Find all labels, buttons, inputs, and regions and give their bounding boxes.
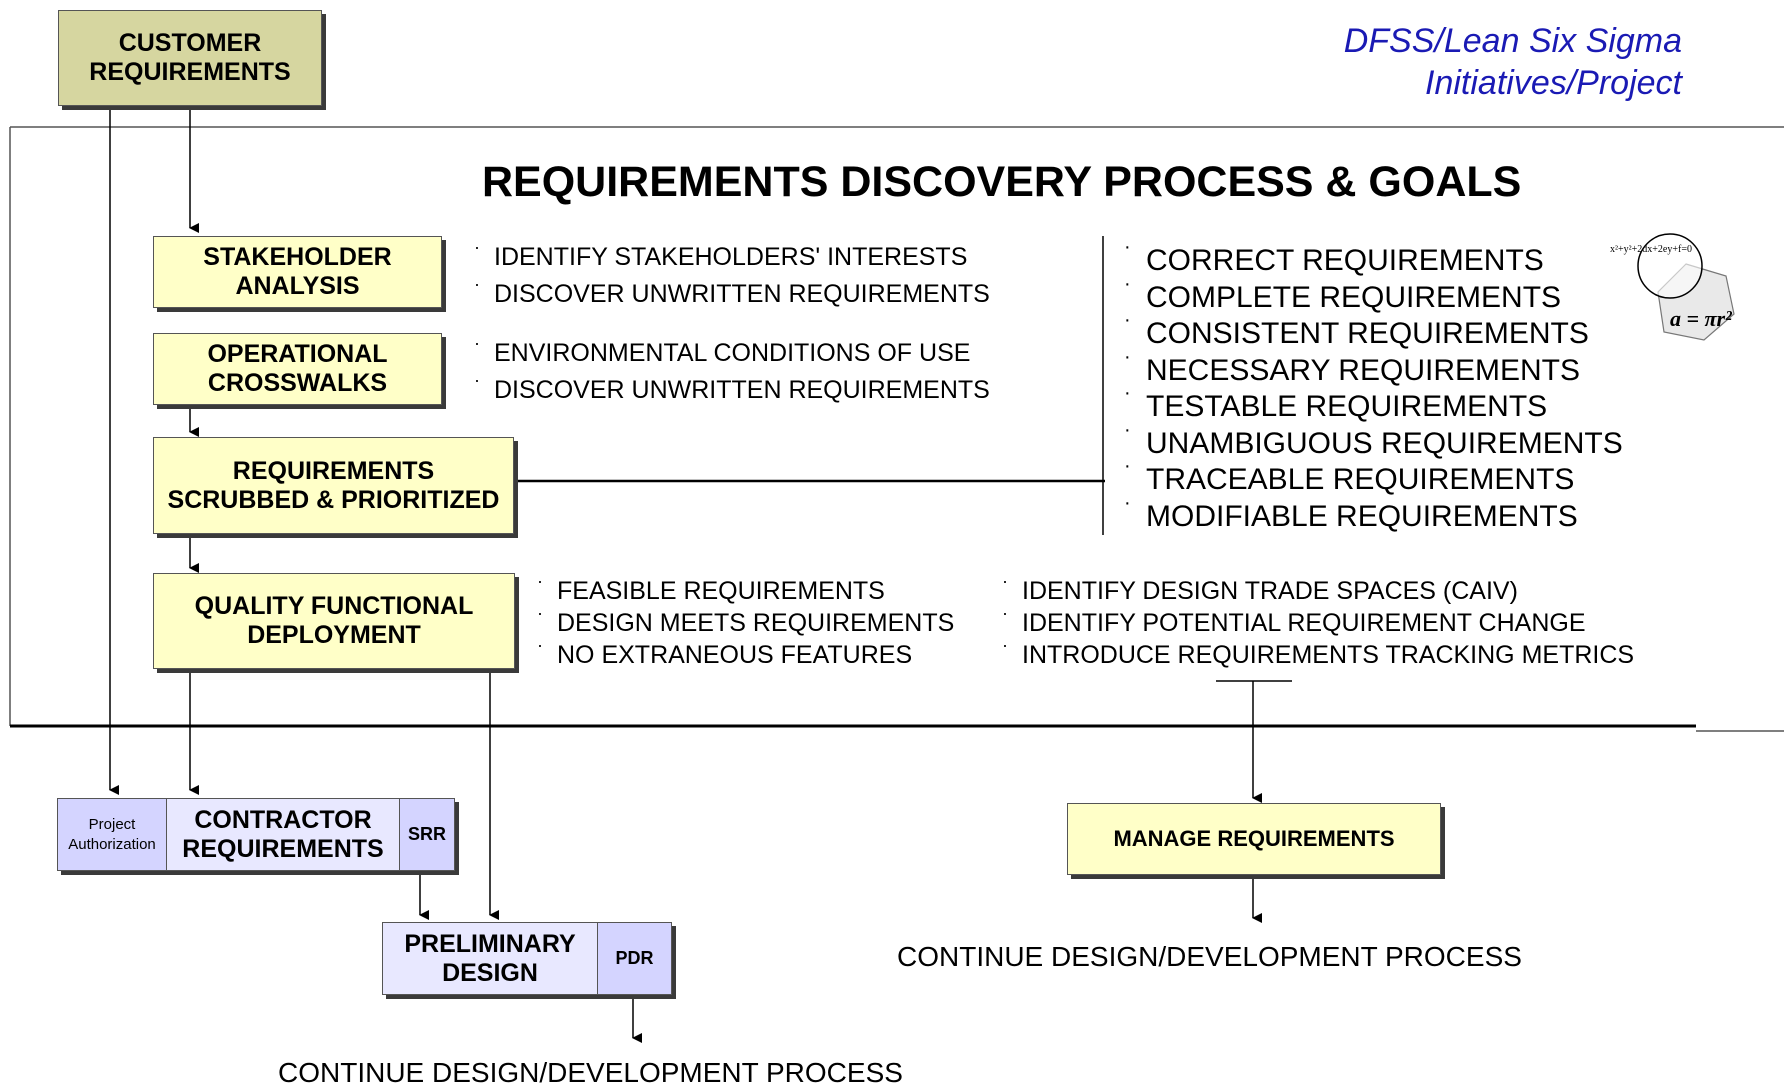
manage-requirements-label: MANAGE REQUIREMENTS bbox=[1113, 826, 1395, 852]
goal-item: CORRECT REQUIREMENTS bbox=[1124, 236, 1623, 281]
list-item: INTRODUCE REQUIREMENTS TRACKING METRICS bbox=[1002, 635, 1634, 673]
srr-cell: SRR bbox=[400, 799, 454, 870]
goal-item: TESTABLE REQUIREMENTS bbox=[1124, 382, 1623, 427]
requirements-scrubbed-label: REQUIREMENTS SCRUBBED & PRIORITIZED bbox=[167, 456, 500, 514]
contractor-requirements-group: Project Authorization CONTRACTOR REQUIRE… bbox=[57, 798, 455, 871]
goal-item: TRACEABLE REQUIREMENTS bbox=[1124, 455, 1623, 500]
preliminary-design-group: PRELIMINARY DESIGN PDR bbox=[382, 922, 672, 995]
contractor-requirements-cell: CONTRACTOR REQUIREMENTS bbox=[167, 799, 400, 870]
brand-line-2: Initiatives/Project bbox=[1425, 64, 1682, 102]
list-item: DISCOVER UNWRITTEN REQUIREMENTS bbox=[474, 274, 990, 317]
project-authorization-label: Project Authorization bbox=[68, 816, 156, 853]
preliminary-design-label: PRELIMINARY DESIGN bbox=[404, 929, 576, 987]
list-item: NO EXTRANEOUS FEATURES bbox=[537, 635, 954, 673]
pdr-label: PDR bbox=[615, 948, 654, 968]
project-authorization-cell: Project Authorization bbox=[58, 799, 167, 870]
goal-item: NECESSARY REQUIREMENTS bbox=[1124, 346, 1623, 391]
brand-line-1: DFSS/Lean Six Sigma bbox=[1343, 22, 1682, 60]
operational-crosswalks-box: OPERATIONAL CROSSWALKS bbox=[153, 333, 442, 405]
srr-label: SRR bbox=[407, 824, 446, 844]
stakeholder-bullets: IDENTIFY STAKEHOLDERS' INTERESTS DISCOVE… bbox=[474, 237, 990, 317]
contractor-requirements-label: CONTRACTOR REQUIREMENTS bbox=[182, 805, 384, 863]
stakeholder-analysis-label: STAKEHOLDER ANALYSIS bbox=[203, 243, 392, 300]
customer-requirements-box: CUSTOMER REQUIREMENTS bbox=[58, 10, 322, 106]
page-title: REQUIREMENTS DISCOVERY PROCESS & GOALS bbox=[482, 158, 1522, 206]
math-clipart-icon: x²+y²+2dx+2ey+f=0 a = πr² bbox=[1608, 228, 1756, 348]
qfd-bullets-left: FEASIBLE REQUIREMENTS DESIGN MEETS REQUI… bbox=[537, 571, 954, 673]
list-item: DESIGN MEETS REQUIREMENTS bbox=[537, 603, 954, 641]
continue-process-right: CONTINUE DESIGN/DEVELOPMENT PROCESS bbox=[897, 941, 1522, 972]
requirement-goals-list: CORRECT REQUIREMENTS COMPLETE REQUIREMEN… bbox=[1124, 236, 1623, 537]
continue-process-bottom: CONTINUE DESIGN/DEVELOPMENT PROCESS bbox=[278, 1057, 903, 1088]
qfd-box: QUALITY FUNCTIONAL DEPLOYMENT bbox=[153, 573, 515, 669]
process-frame bbox=[9, 126, 1784, 732]
requirements-scrubbed-box: REQUIREMENTS SCRUBBED & PRIORITIZED bbox=[153, 437, 514, 534]
stakeholder-analysis-box: STAKEHOLDER ANALYSIS bbox=[153, 236, 442, 308]
goal-item: UNAMBIGUOUS REQUIREMENTS bbox=[1124, 419, 1623, 464]
list-item: IDENTIFY DESIGN TRADE SPACES (CAIV) bbox=[1002, 571, 1634, 609]
qfd-label: QUALITY FUNCTIONAL DEPLOYMENT bbox=[194, 592, 474, 649]
goal-item: COMPLETE REQUIREMENTS bbox=[1124, 273, 1623, 318]
customer-requirements-label: CUSTOMER REQUIREMENTS bbox=[89, 29, 291, 86]
formula-top-text: x²+y²+2dx+2ey+f=0 bbox=[1610, 244, 1692, 255]
operational-crosswalks-label: OPERATIONAL CROSSWALKS bbox=[207, 340, 388, 397]
goal-item: MODIFIABLE REQUIREMENTS bbox=[1124, 492, 1623, 537]
list-item: DISCOVER UNWRITTEN REQUIREMENTS bbox=[474, 370, 990, 413]
list-item: IDENTIFY STAKEHOLDERS' INTERESTS bbox=[474, 237, 990, 280]
brand-text: DFSS/Lean Six Sigma Initiatives/Project bbox=[1344, 20, 1682, 104]
list-item: ENVIRONMENTAL CONDITIONS OF USE bbox=[474, 333, 990, 376]
list-item: IDENTIFY POTENTIAL REQUIREMENT CHANGE bbox=[1002, 603, 1634, 641]
formula-main-text: a = πr² bbox=[1670, 306, 1732, 331]
pdr-cell: PDR bbox=[598, 923, 671, 994]
goal-item: CONSISTENT REQUIREMENTS bbox=[1124, 309, 1623, 354]
list-item: FEASIBLE REQUIREMENTS bbox=[537, 571, 954, 609]
preliminary-design-cell: PRELIMINARY DESIGN bbox=[383, 923, 598, 994]
operational-bullets: ENVIRONMENTAL CONDITIONS OF USE DISCOVER… bbox=[474, 333, 990, 413]
manage-requirements-box: MANAGE REQUIREMENTS bbox=[1067, 803, 1441, 875]
qfd-bullets-right: IDENTIFY DESIGN TRADE SPACES (CAIV) IDEN… bbox=[1002, 571, 1634, 673]
